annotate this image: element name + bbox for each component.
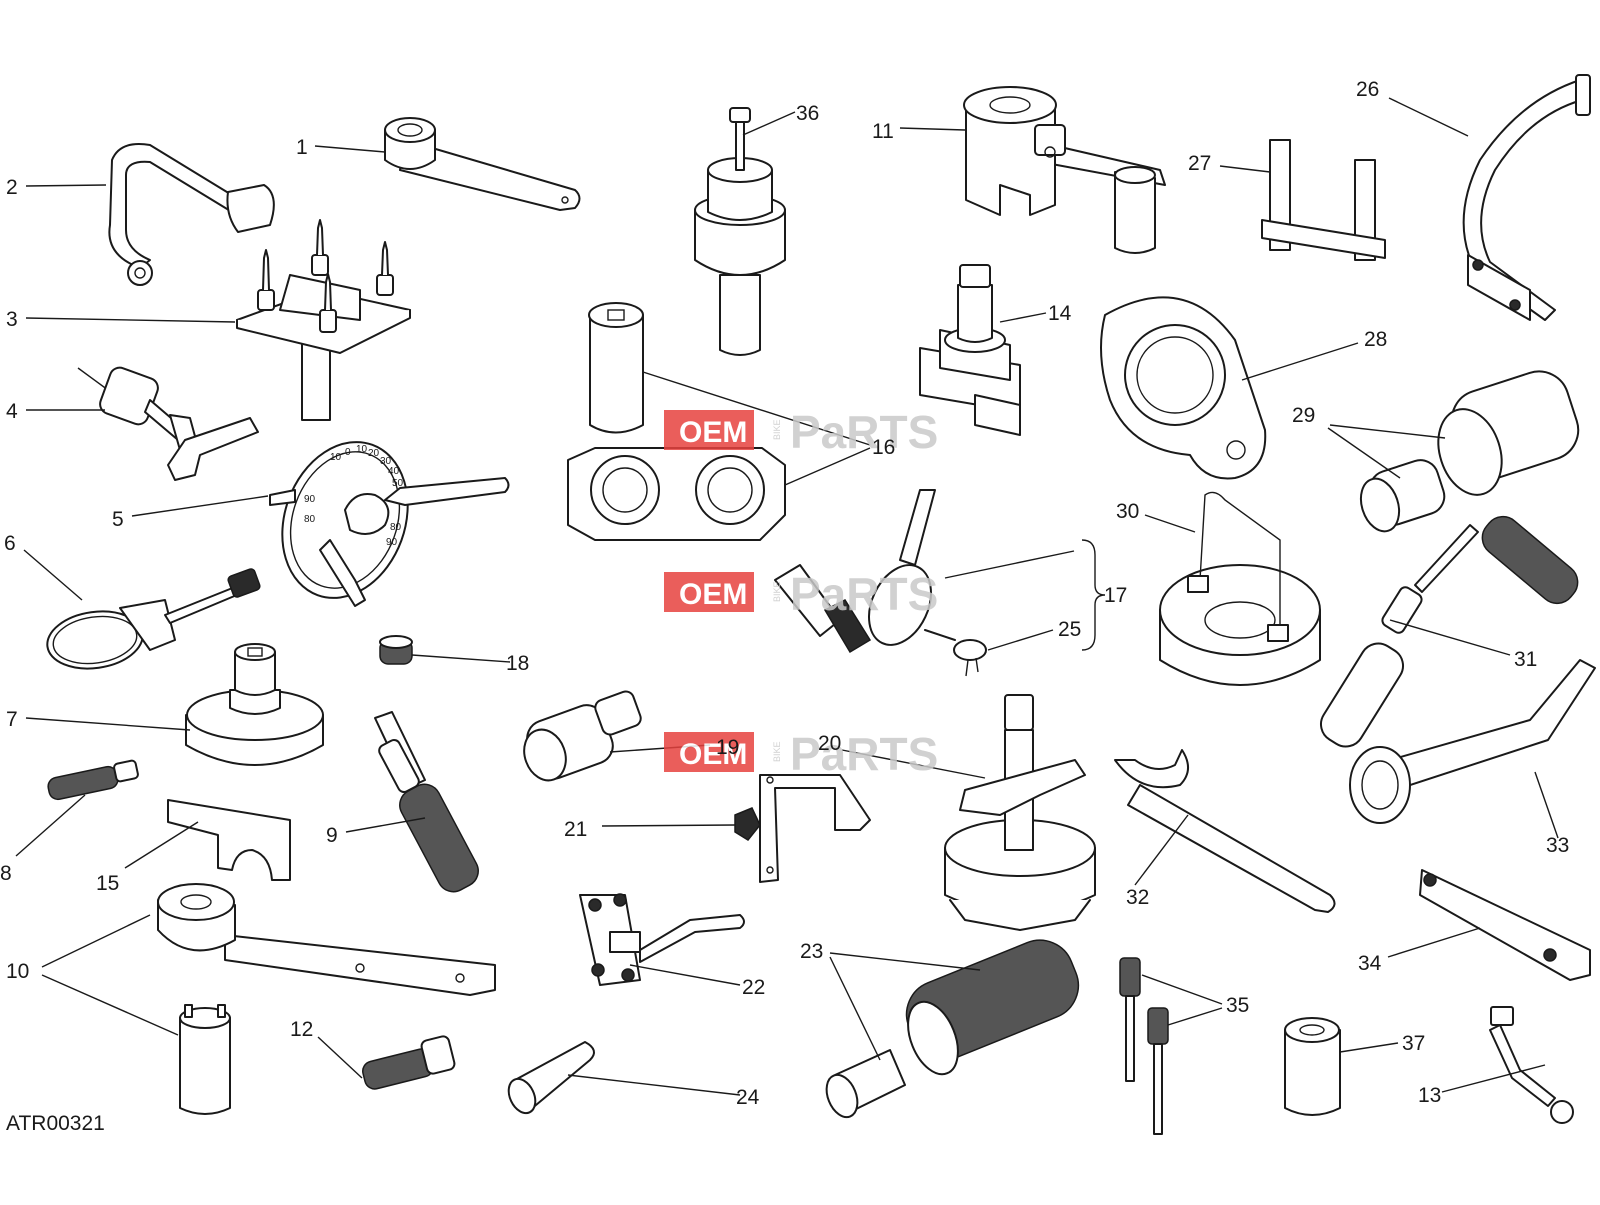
watermark-bike: BIKE [772, 581, 782, 602]
watermark-oem: OEM [679, 578, 747, 611]
part-4-t-handle-puller [77, 366, 259, 481]
part-19-adapter [523, 690, 642, 782]
part-label-3: 3 [6, 308, 18, 331]
watermark-bike: BIKE [772, 741, 782, 762]
part-label-9: 9 [326, 824, 338, 847]
part-label-10: 10 [6, 960, 29, 983]
part-16-socket-and-ring-holder [567, 302, 786, 541]
part-3-alignment-plate [236, 219, 411, 421]
part-14-nut-holder [919, 264, 1021, 436]
part-label-14: 14 [1048, 302, 1072, 325]
part-label-34: 34 [1358, 952, 1382, 975]
part-label-21: 21 [564, 818, 587, 841]
watermark-oem: OEM [679, 738, 747, 771]
part-21-bracket [734, 774, 871, 883]
drawing-code: ATR00321 [6, 1112, 105, 1135]
part-30-drum-tool [1159, 491, 1321, 686]
part-label-29: 29 [1292, 404, 1315, 427]
part-label-25: 25 [1058, 618, 1081, 641]
dial-number: 20 [368, 448, 380, 459]
part-15-flat-gauge [167, 799, 291, 881]
part-26-arc-puller [1462, 74, 1591, 321]
part-label-35: 35 [1226, 994, 1249, 1017]
part-label-4: 4 [6, 400, 18, 423]
part-label-27: 27 [1188, 152, 1211, 175]
part-label-6: 6 [4, 532, 16, 555]
part-label-26: 26 [1356, 78, 1379, 101]
part-35-pins [1119, 957, 1169, 1135]
part-6-strap-wrench [46, 568, 261, 670]
part-17-25-drift-assembly [774, 489, 987, 677]
dial-number: 80 [390, 522, 402, 533]
watermark-parts: PaRTS [790, 568, 938, 620]
part-22-puller [579, 893, 745, 986]
part-27-u-frame [1261, 139, 1386, 261]
part-label-24: 24 [736, 1086, 760, 1109]
part-label-30: 30 [1116, 500, 1139, 523]
part-label-33: 33 [1546, 834, 1569, 857]
part-29-sleeves [1359, 370, 1580, 533]
part-label-31: 31 [1514, 648, 1537, 671]
part-label-20: 20 [818, 732, 841, 755]
part-label-28: 28 [1364, 328, 1387, 351]
part-32-hook-spanner [1114, 749, 1336, 913]
part-9-pin-punch [374, 711, 479, 893]
part-11-clutch-holder [963, 86, 1166, 254]
part-label-12: 12 [290, 1018, 313, 1041]
part-34-bar [1419, 869, 1591, 981]
part-13-small-crank [1489, 1006, 1574, 1124]
part-2-hook-wrench [108, 143, 275, 286]
part-20-press-tool [944, 694, 1096, 931]
part-28-splined-ring-holder [1100, 296, 1267, 480]
part-label-23: 23 [800, 940, 823, 963]
dial-number: 40 [388, 466, 400, 477]
part-label-7: 7 [6, 708, 18, 731]
part-label-13: 13 [1418, 1084, 1441, 1107]
part-18-knurled-nut [379, 635, 413, 665]
part-label-37: 37 [1402, 1032, 1425, 1055]
part-labels: 1 2 3 4 5 6 7 8 9 10 11 12 13 14 15 16 1… [0, 78, 1569, 1109]
part-label-22: 22 [742, 976, 765, 999]
watermark: OEM BIKE PaRTS OEM BIKE PaRTS OEM BIKE P… [664, 406, 938, 780]
dial-number: 0 [345, 447, 351, 458]
watermark-bike: BIKE [772, 419, 782, 440]
watermark-parts: PaRTS [790, 728, 938, 780]
part-37-socket [1284, 1017, 1341, 1116]
part-label-16: 16 [872, 436, 895, 459]
dial-number: 50 [392, 478, 404, 489]
dial-number: 80 [304, 514, 316, 525]
part-36-bolt-puller [694, 107, 786, 356]
dial-number: 10 [356, 444, 368, 455]
part-7-cup-tool [185, 643, 324, 766]
part-33-bent-crank [1349, 659, 1596, 824]
part-label-32: 32 [1126, 886, 1149, 909]
part-12-knurled-sleeve [362, 1035, 456, 1090]
part-8-knurled-pin [47, 759, 139, 801]
part-10-ring-wrench-and-socket [157, 883, 496, 1115]
part-label-36: 36 [796, 102, 819, 125]
dial-number: 90 [304, 494, 316, 505]
dial-number: 30 [380, 456, 392, 467]
part-label-5: 5 [112, 508, 124, 531]
watermark-parts: PaRTS [790, 406, 938, 458]
part-label-1: 1 [296, 136, 308, 159]
dial-number: 10 [330, 452, 342, 463]
leader-lines [15, 97, 1559, 1096]
part-label-8: 8 [0, 862, 12, 885]
part-23-knurled-handle [825, 939, 1080, 1119]
part-label-15: 15 [96, 872, 119, 895]
part-24-cone [507, 1041, 595, 1115]
part-5-degree-wheel: 10 0 10 20 30 40 50 90 80 80 90 [269, 441, 510, 607]
part-label-2: 2 [6, 176, 18, 199]
part-label-11: 11 [872, 120, 894, 143]
part-1-pin-wrench [384, 117, 581, 211]
part-label-17: 17 [1104, 584, 1127, 607]
part-label-18: 18 [506, 652, 529, 675]
dial-number: 90 [386, 537, 398, 548]
watermark-oem: OEM [679, 416, 747, 449]
part-label-19: 19 [716, 736, 739, 759]
